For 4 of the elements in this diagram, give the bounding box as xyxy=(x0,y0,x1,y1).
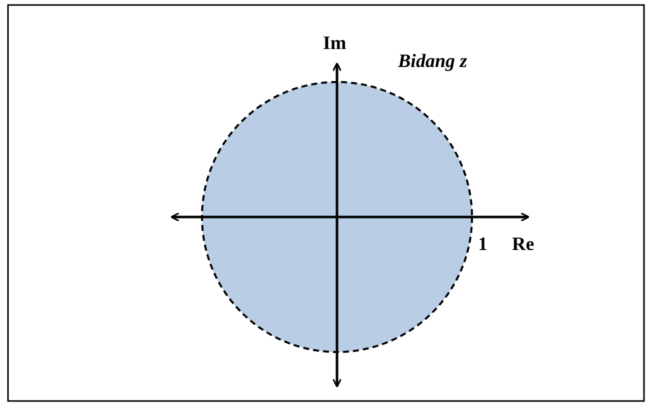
tick-label: 1 xyxy=(478,235,488,254)
axis-label: Re xyxy=(512,235,534,254)
axis-label: Im xyxy=(323,34,346,53)
plane-label: Bidang z xyxy=(398,52,468,71)
